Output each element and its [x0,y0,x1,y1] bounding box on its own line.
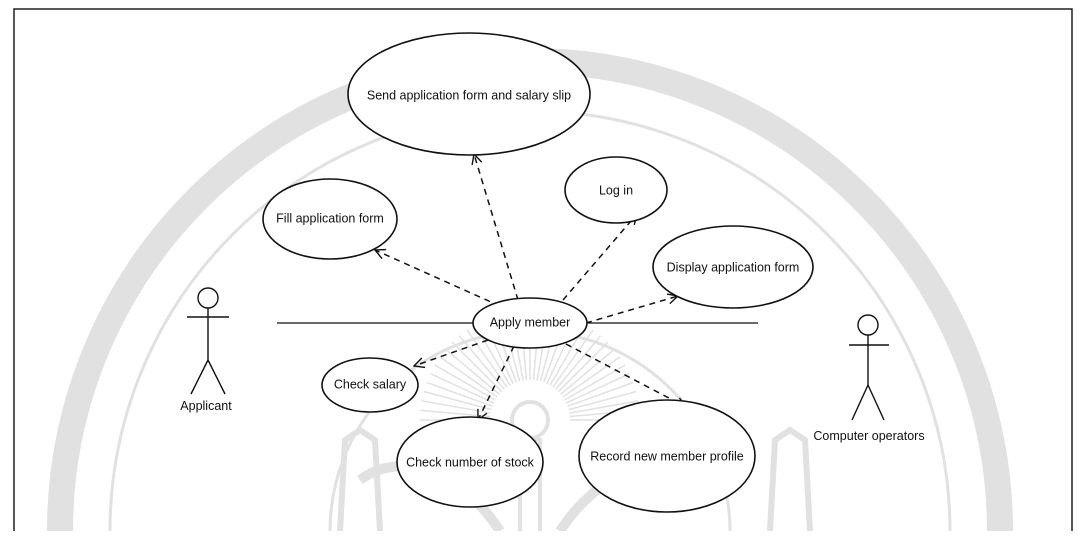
watermark-ray [557,341,609,393]
use-case-log-in [564,156,668,224]
use-case-label: Check number of stock [406,455,535,469]
actor-head-icon [857,314,879,336]
dependency-arrow-send [474,154,519,301]
use-case-check-stock [396,416,544,508]
use-case-label: Display application form [667,260,800,274]
actor-label-operators: Computer operators [813,429,924,443]
dependency-arrow-record [565,343,686,407]
diagram-frame [13,8,1073,536]
watermark-ray [555,335,602,390]
watermark-ray [439,356,498,398]
dependency-arrow-salary [414,339,489,366]
watermark-ray [562,356,621,398]
use-case-send-application [347,32,591,156]
watermark-ray [568,390,637,411]
use-case-check-salary [321,357,419,413]
use-case-label: Apply member [490,315,571,329]
watermark-ray [560,348,615,395]
watermark-ray [451,341,503,393]
actor-applicant [187,287,229,395]
watermark-ray [426,381,493,408]
watermark-ray [434,364,496,401]
watermark-ray [564,364,626,401]
watermark-ray [567,381,634,408]
actor-computer-operators [849,314,889,421]
actor-head-icon [197,287,219,309]
use-case-label: Log in [599,183,633,197]
dependency-arrow-stock [478,345,515,420]
watermark-ray [466,329,508,388]
dependency-arrow-display [585,296,678,324]
dependency-arrow-fill [375,250,501,307]
watermark-ray [569,400,639,414]
use-case-record-profile [578,399,756,513]
use-case-apply-member [472,297,588,349]
actor-label-applicant: Applicant [180,399,232,413]
use-case-label: Fill application form [276,211,384,225]
use-case-fill-form [262,178,398,260]
use-case-label: Record new member profile [590,449,744,463]
use-case-label: Check salary [334,377,407,391]
use-case-label: Send application form and salary slip [367,88,571,102]
watermark-ray [552,329,594,388]
watermark-ray [423,390,492,411]
watermark-ray [565,372,631,404]
dependency-arrow-login [562,214,637,301]
watermark-ray [445,348,500,395]
use-case-display-form [652,225,814,309]
watermark-ray [429,372,495,404]
